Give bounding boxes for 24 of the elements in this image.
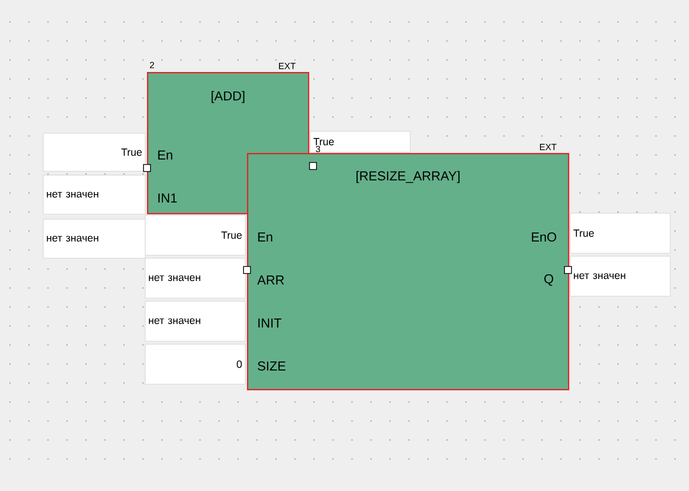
- node-label: ARR: [257, 276, 284, 284]
- node-label: EnO: [532, 232, 556, 242]
- node-label: En: [258, 232, 272, 242]
- function-block: [RESIZE_ARRAY] En ARR INIT SIZE EnO Q: [247, 153, 570, 390]
- block-caption: 2: [150, 62, 154, 68]
- value-field: 0: [145, 344, 246, 384]
- value-field: True: [43, 133, 146, 172]
- value-field: нет значен: [43, 219, 146, 258]
- value-field: True: [570, 213, 670, 254]
- value-field: True: [145, 215, 246, 256]
- node-label: SIZE: [258, 361, 286, 371]
- block-caption: EXT: [279, 62, 296, 70]
- value-field: нет значен: [145, 301, 246, 342]
- node-label: IN1: [158, 194, 177, 202]
- value-field: нет значен: [145, 258, 246, 298]
- node-label: INIT: [258, 318, 282, 328]
- value-field: нет значен: [570, 256, 670, 296]
- node-label: Q: [544, 274, 554, 286]
- block-caption: EXT: [540, 144, 556, 150]
- node-label: En: [158, 150, 172, 160]
- node-label: [ADD]: [212, 90, 244, 104]
- value-field: нет значен: [43, 175, 146, 214]
- block-caption: 3: [316, 146, 320, 152]
- node-label: [RESIZE_ARRAY]: [356, 170, 460, 184]
